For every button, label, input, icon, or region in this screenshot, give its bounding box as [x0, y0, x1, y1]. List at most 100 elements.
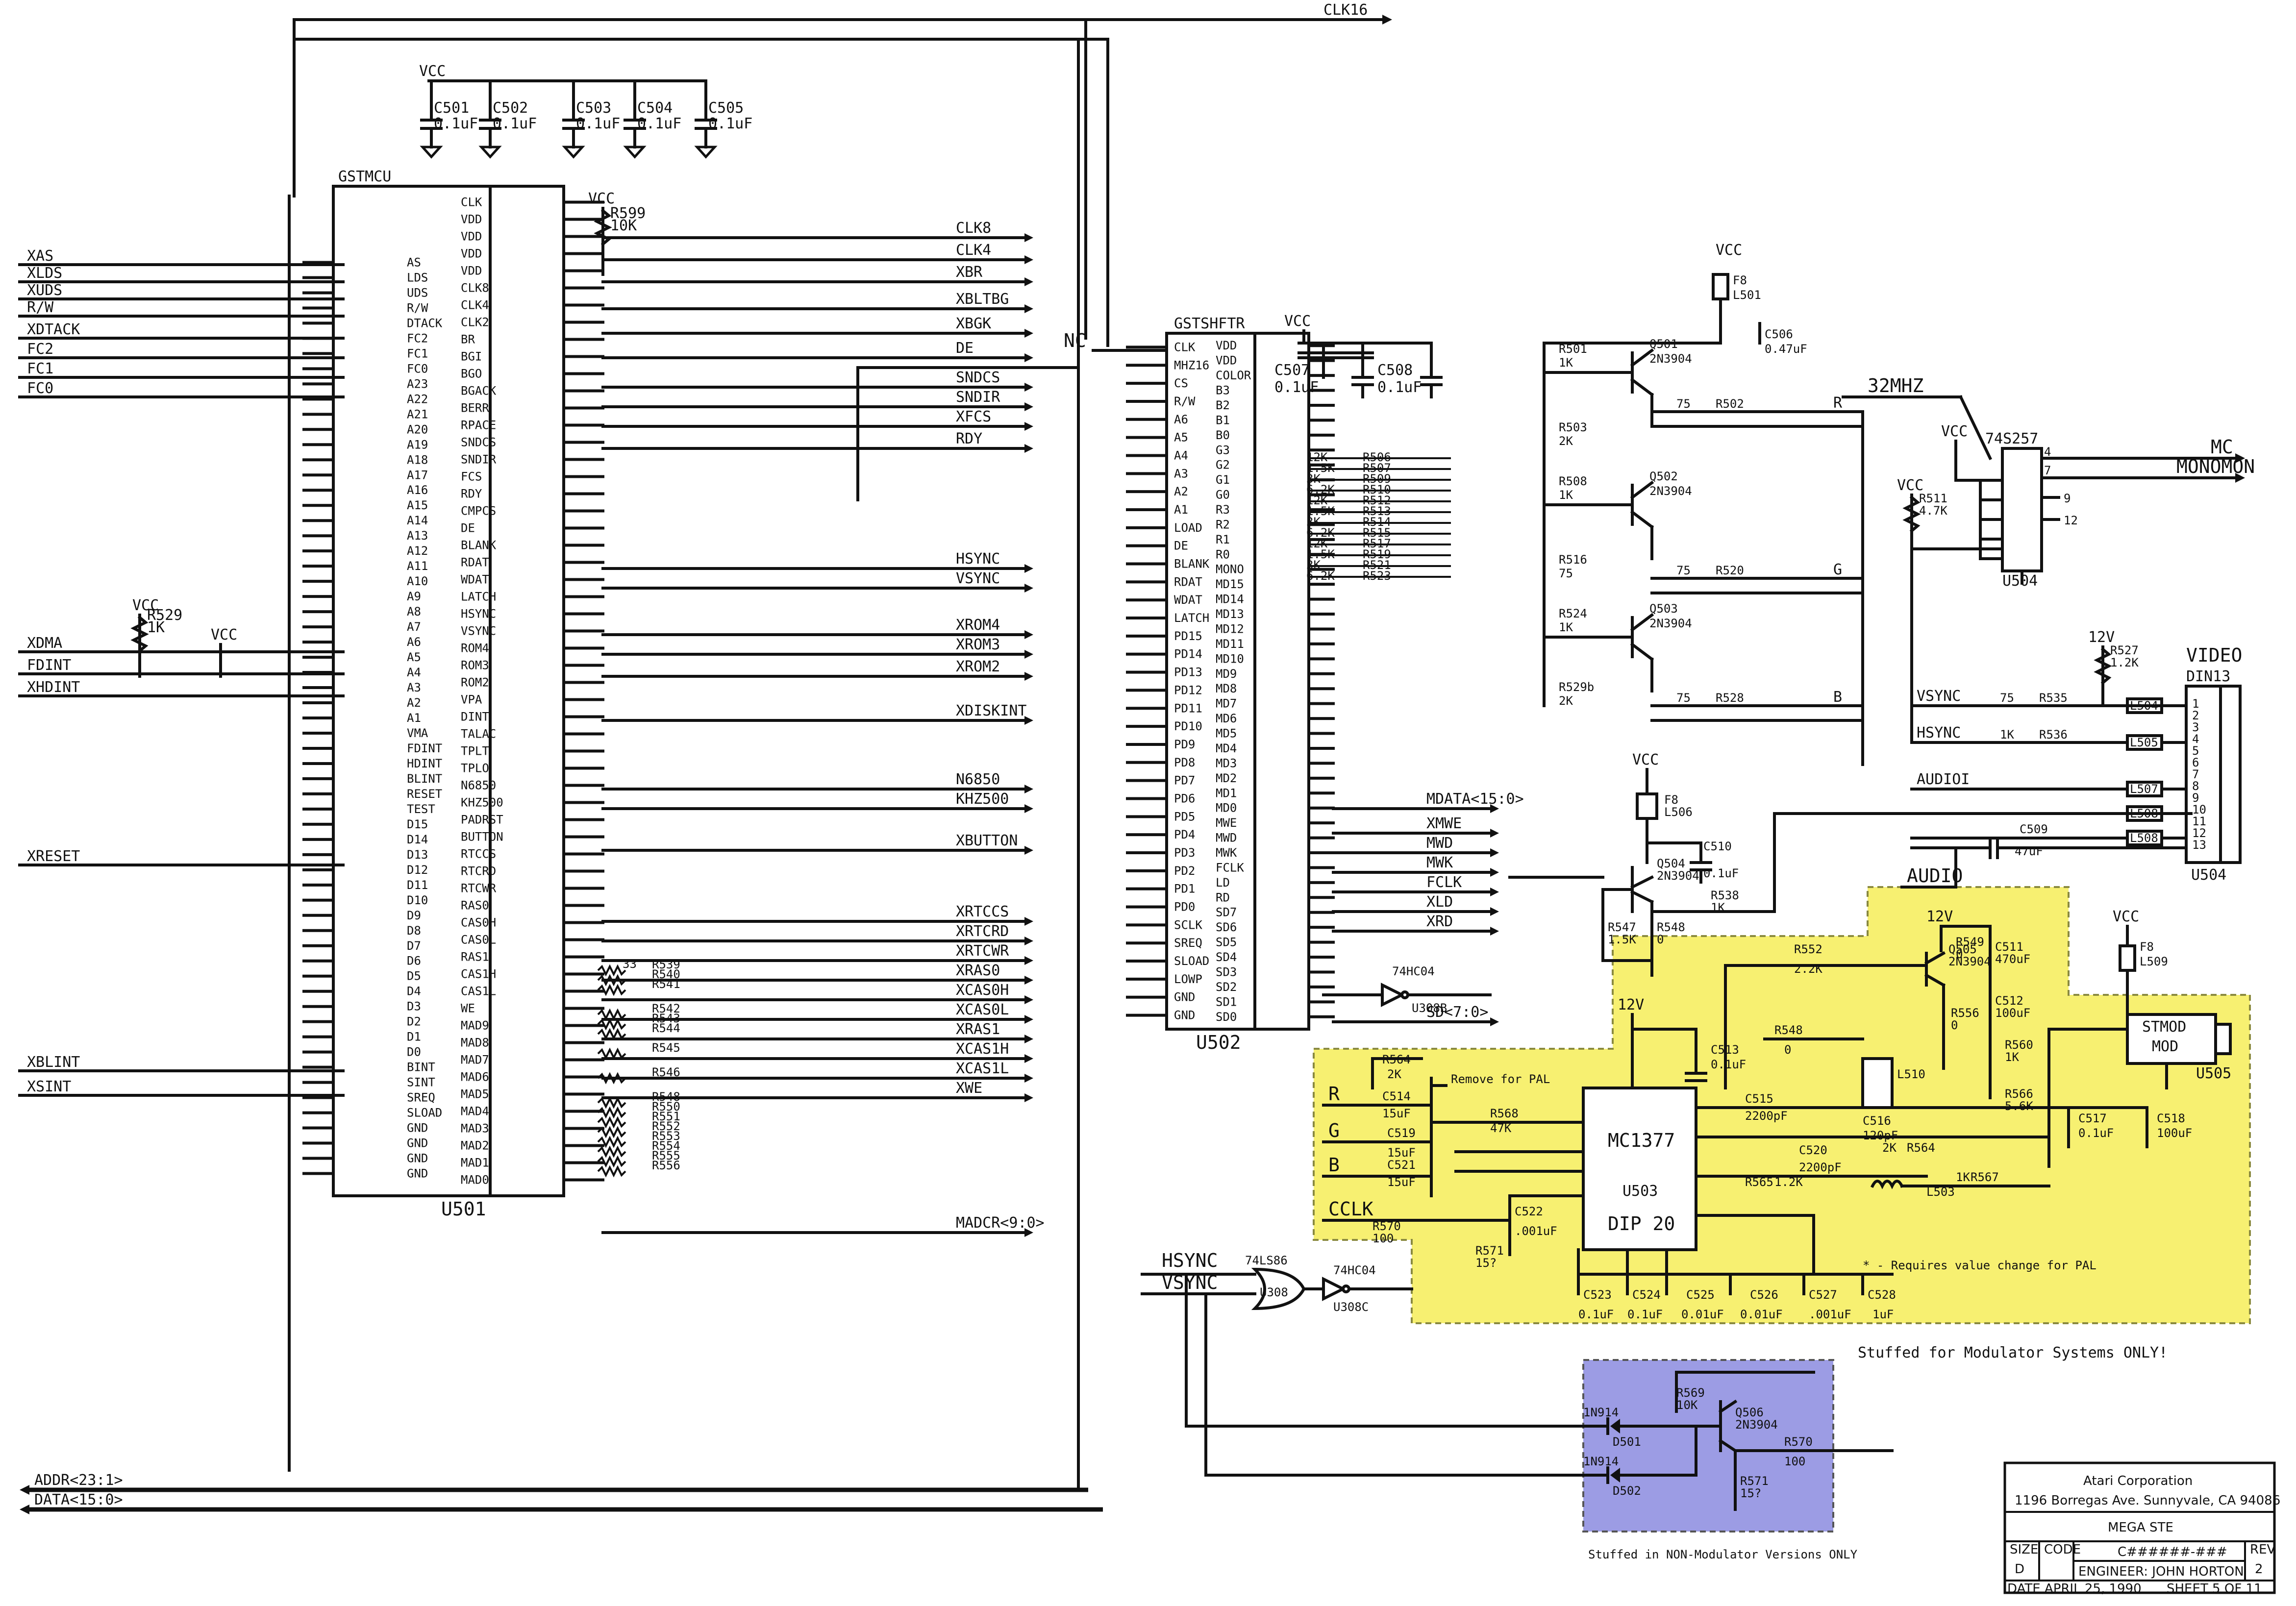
cap-val: .001uF	[1515, 1224, 1557, 1238]
net-mc: MC	[2211, 436, 2233, 458]
mcu-output-label: XCAS1H	[956, 1040, 1009, 1058]
cpu-buses: ADDR<23:1> DATA<15:0>	[20, 1472, 1103, 1514]
mcu-output-label: XROM4	[956, 617, 1000, 634]
audio-label: AUDIO	[1907, 865, 1963, 887]
mcu-output-label: XRTCRD	[956, 923, 1009, 940]
mcu-left-pin-label: A7	[407, 620, 421, 634]
shftr-left-pin-label: GND	[1174, 990, 1195, 1004]
mcu-pin-label: MAD6	[461, 1070, 489, 1084]
cap-val: 15uF	[1382, 1107, 1411, 1120]
u308-type: 74LS86	[1245, 1254, 1288, 1267]
output-arrow	[1024, 937, 1033, 945]
shftr-left-pin-label: PD5	[1174, 810, 1195, 823]
q-emitter	[1630, 510, 1654, 529]
cap-ref: C508	[1377, 362, 1413, 379]
pin-number: 12	[2192, 826, 2206, 840]
cap-ref: C506	[1765, 327, 1793, 341]
resistor-ref: R541	[652, 977, 680, 991]
ind-ref: L510	[1897, 1067, 1925, 1081]
shftr-right-pin-label: VDD	[1216, 354, 1237, 368]
mcu-pin-label: MAD4	[461, 1105, 489, 1118]
din13-label: DIN13	[2186, 668, 2230, 685]
mcu-left-pin-label: D1	[407, 1030, 421, 1044]
shftr-left-pin-label: R/W	[1174, 395, 1196, 408]
vcc-label: VCC	[419, 63, 446, 80]
resistor-ref: R552	[652, 1119, 680, 1133]
mcu-pin-label: RDY	[461, 487, 482, 501]
mcu-pin-label: TALAC	[461, 727, 496, 741]
mcu-left-pin-label: D12	[407, 863, 428, 877]
shftr-left-pin-label: CS	[1174, 376, 1188, 390]
resistor-zigzag	[597, 1126, 626, 1138]
dac-res-val: 3K	[1306, 515, 1321, 529]
mcu-pin-label: BUTTON	[461, 830, 503, 844]
output-arrow	[1024, 917, 1033, 926]
c509: C509 47uF AUDIO	[1900, 822, 2188, 889]
mcu-output-label: CLK4	[956, 242, 991, 259]
vcc-label: VCC	[1941, 423, 1968, 440]
cap-ref: C512	[1995, 994, 2023, 1008]
cap-ref: C511	[1995, 940, 2023, 954]
res-ref: R556	[1951, 1006, 1979, 1020]
mcu-left-pins: ASLDSUDSR/WDTACKFC2FC1FC0A23A22A21A20A19…	[302, 255, 443, 1181]
shftr-left-pin-label: A6	[1174, 413, 1188, 426]
q-type: 2N3904	[1735, 1418, 1778, 1432]
res-val: 100	[1784, 1455, 1805, 1468]
cpu-input-label: XDTACK	[27, 321, 80, 338]
mcu-left-pin-label: D6	[407, 954, 421, 968]
cpu-input-label: XRESET	[27, 848, 80, 865]
pin-number: 4	[2192, 732, 2199, 746]
cap-ref: C521	[1387, 1158, 1416, 1172]
mcu-pin-label: FCS	[461, 470, 482, 484]
vcc-label: VCC	[1284, 313, 1311, 330]
mcu-pin-label: CMPCS	[461, 504, 496, 518]
cap-ref: C503	[576, 99, 611, 117]
vcc-label: VCC	[211, 626, 237, 643]
resistor-zigzag	[597, 1047, 626, 1060]
shftr-output-label: MDATA<15:0>	[1426, 791, 1524, 808]
shftr-left-pin-label: PD10	[1174, 719, 1202, 733]
r599: VCC R599 10K	[588, 190, 646, 276]
res-val: 2K	[1882, 1141, 1897, 1155]
q-type: 2N3904	[1649, 617, 1692, 630]
cap-val: 0.1uF	[1274, 379, 1319, 396]
res-ref: R520	[1716, 564, 1744, 577]
mcu-pin-label: TPLT	[461, 744, 489, 758]
rgb-label: B	[1833, 689, 1842, 706]
mcu-left-pin-label: A16	[407, 483, 428, 497]
dac-res-val: 3K	[1306, 472, 1321, 486]
mcu-pin-label: MAD0	[461, 1173, 489, 1187]
shftr-right-pin-label: B2	[1216, 398, 1230, 412]
shftr-right-pin-label: SD6	[1216, 920, 1237, 934]
tb-code-label: CODE	[2044, 1542, 2081, 1557]
shftr-right-pin-label: MD13	[1216, 607, 1244, 621]
mcu-left-pin-label: A5	[407, 650, 421, 664]
mcu-pin-label: BGACK	[461, 384, 497, 398]
mcu-left-pin-label: GND	[407, 1137, 428, 1150]
net-r: R	[1328, 1083, 1340, 1105]
tb-address: 1196 Borregas Ave. Sunnyvale, CA 94086	[2015, 1493, 2280, 1508]
mcu-left-pin-label: A12	[407, 544, 428, 558]
res-ref: R547	[1608, 920, 1636, 934]
shftr-left-pin-label: PD14	[1174, 647, 1202, 661]
mcu-pin-label: RPACE	[461, 419, 496, 432]
mcu-left-pin-label: GND	[407, 1152, 428, 1165]
decoupling-caps: C501 0.1uF C502 0.1uF C503 0.1uF C504 0.…	[420, 79, 752, 159]
pin-number: 7	[2192, 767, 2199, 781]
mcu-pin-label: MAD1	[461, 1156, 489, 1170]
res-ref: R503	[1559, 420, 1587, 434]
mcu-left-pin-label: A6	[407, 635, 421, 649]
shftr-right-pin-label: R0	[1216, 547, 1230, 561]
cpu-input-label: XBLINT	[27, 1054, 80, 1071]
cap-ref: C501	[434, 99, 469, 117]
mcu-output-label: HSYNC	[956, 550, 1000, 568]
mcu-left-pin-label: D14	[407, 833, 428, 846]
output-arrow	[1024, 402, 1033, 411]
cap-ref: C509	[2020, 822, 2048, 836]
mcu-output-label: SNDIR	[956, 389, 1000, 406]
output-arrow	[1024, 1093, 1033, 1102]
shftr-left-pin-label: SLOAD	[1174, 954, 1209, 968]
q-ref: Q502	[1649, 469, 1678, 483]
res-ref: R548	[1657, 920, 1685, 934]
q-ref: Q503	[1649, 602, 1678, 616]
